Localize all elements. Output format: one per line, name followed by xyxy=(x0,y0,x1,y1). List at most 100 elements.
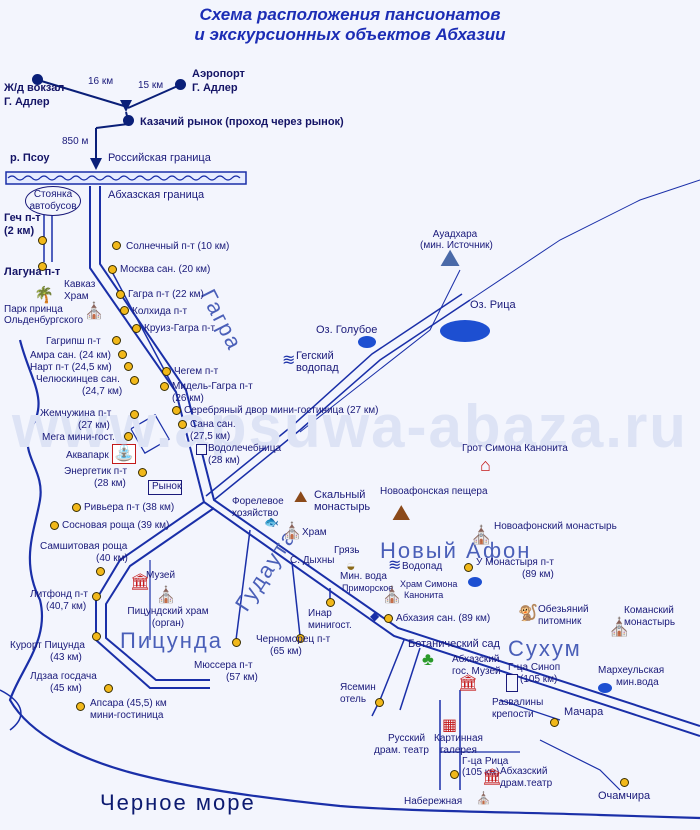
sana-dot xyxy=(178,420,187,429)
russian-theatre-label2: драм. театр xyxy=(374,745,429,756)
new-athos-monastery-icon: ⛪ xyxy=(470,525,493,545)
gallery-icon: ▦ xyxy=(442,717,458,734)
pitsunda-temple-label2: (орган) xyxy=(151,618,185,629)
botanical-label: Ботанический сад xyxy=(408,638,500,650)
cossack-market-label: Казачий рынок (проход через рынок) xyxy=(140,116,344,128)
road-ochamchira xyxy=(539,739,621,791)
gagripsh-label: Гагрипш п-т xyxy=(46,336,101,347)
road-sukhum-f xyxy=(499,699,561,721)
coastline-inner xyxy=(0,689,22,731)
moskva-dot xyxy=(108,265,117,274)
lake-goluboe-label: Оз. Голубое xyxy=(316,324,378,336)
auadhara-label2: (мин. Источник) xyxy=(420,240,493,251)
region-sukhum: Сухум xyxy=(508,636,582,661)
apsara-label2: мини-гостиница xyxy=(90,710,164,721)
kavkaz-temple-label: Храм xyxy=(64,291,89,302)
ldzaa-label1: Лдзаа госдача xyxy=(30,671,97,682)
gudauta-temple-label: Храм xyxy=(302,527,327,538)
route-border-arrow xyxy=(90,158,102,170)
russian-border-label: Российская граница xyxy=(108,152,211,164)
yasemin-label2: отель xyxy=(340,694,367,705)
road-pitsunda-b xyxy=(105,507,215,681)
abkhaz-theatre-icon: 🏛 xyxy=(482,769,503,786)
monastery-pt-label2: (89 км) xyxy=(522,569,554,580)
midel-label2: (26 км) xyxy=(172,393,204,404)
gegsky-label2: водопад xyxy=(296,362,339,374)
sana-label1: Сана сан. xyxy=(190,419,236,430)
simon-temple-label1: Храм Симона xyxy=(400,579,458,589)
min-voda-label2: Приморское xyxy=(342,583,394,593)
water-clinic-label2: (28 км) xyxy=(208,455,240,466)
gudauta-temple-icon: ⛪ xyxy=(282,523,302,540)
ldzaa-dot xyxy=(104,684,113,693)
gech-dot xyxy=(38,236,47,245)
yasemin-dot xyxy=(375,698,384,707)
solnechny-label: Солнечный п-т (10 км) xyxy=(126,241,230,252)
abkhazia-san-dot xyxy=(384,614,393,623)
mud-icon: ◒ xyxy=(346,558,356,575)
water-clinic-label1: Водолечебница xyxy=(208,443,282,454)
coastline xyxy=(8,339,700,820)
rail-station-label1: Ж/д вокзал xyxy=(4,82,65,94)
litfond-label2: (40,7 км) xyxy=(46,601,87,612)
road-sukhum-b xyxy=(399,647,421,711)
komansky-label2: монастырь xyxy=(624,617,676,628)
markheul-label1: Мархеульская xyxy=(598,665,665,676)
trout-label2: хозяйство xyxy=(232,508,279,519)
waterfall-na-label: Водопад xyxy=(402,561,443,572)
lake-ritsa-label: Оз. Рица xyxy=(470,299,516,311)
myussera-label1: Мюссера п-т xyxy=(194,660,253,671)
apsara-dot xyxy=(76,702,85,711)
map-title-line1: Схема расположения пансионатов xyxy=(199,5,501,24)
midel-dot xyxy=(160,382,169,391)
pitsunda-temple-label1: Пицундский храм xyxy=(127,606,209,617)
nart-label: Нарт п-т (24,5 км) xyxy=(30,362,112,373)
road-myussera xyxy=(235,529,251,641)
sosnovaya-label: Сосновая роща (39 км) xyxy=(62,520,170,531)
embankment-icon: ⛪ xyxy=(476,791,491,805)
state-museum-icon: 🏛 xyxy=(458,675,479,692)
simon-temple-icon: ⛪ xyxy=(382,587,402,604)
road-chernomorets xyxy=(291,561,301,637)
river-psou-waves xyxy=(7,175,241,181)
rail-station-marker xyxy=(32,74,43,85)
myussera-label2: (57 км) xyxy=(226,672,258,683)
riviera-dot xyxy=(72,503,81,512)
bus-stop-label1: Стоянка xyxy=(33,189,73,200)
samshit-dot xyxy=(96,567,105,576)
distance-15km: 15 км xyxy=(138,80,164,91)
ritsa-hotel-label2: (105 км) xyxy=(462,767,500,778)
ruins-label2: крепости xyxy=(492,709,534,720)
embankment-label: Набережная xyxy=(404,796,463,807)
markheul-spring xyxy=(598,683,612,693)
chegem-label: Чегем п-т xyxy=(174,366,219,377)
moskva-label: Москва сан. (20 км) xyxy=(120,264,211,275)
lake-ritsa xyxy=(440,320,490,342)
zhemchuzhina-dot xyxy=(130,410,139,419)
samshit-label1: Самшитовая роща xyxy=(40,541,128,552)
energetik-label2: (28 км) xyxy=(94,478,126,489)
simon-temple-label2: Канонита xyxy=(404,590,444,600)
airport-label1: Аэропорт xyxy=(192,68,245,80)
bus-stop-label2: автобусов xyxy=(29,201,77,212)
litfond-dot xyxy=(92,592,101,601)
ritsa-hotel-label1: Г-ца Рица xyxy=(462,756,509,767)
nart-dot xyxy=(124,362,133,371)
kurort-label1: Курорт Пицунда xyxy=(10,640,85,651)
inar-label1: Инар xyxy=(308,608,332,619)
state-museum-label1: Абхазский xyxy=(452,654,500,665)
waterfall-na-icon: ≋ xyxy=(388,557,402,574)
pitsunda-temple-icon: ⛪ xyxy=(156,587,176,604)
river-psou xyxy=(5,171,247,185)
monkey-label1: Обезьяний xyxy=(538,604,589,615)
mega-dot xyxy=(124,432,133,441)
mud-label: Грязь xyxy=(334,545,360,556)
market2-box xyxy=(148,480,182,495)
abkhaz-theatre-label1: Абхазский xyxy=(500,766,548,777)
rock-monastery-icon: ⛰ xyxy=(294,489,308,506)
mega-label: Мега мини-гост. xyxy=(42,432,115,443)
monastery-pt-label1: У Монастыря п-т xyxy=(476,557,554,568)
cave-icon: ⛰ xyxy=(392,500,411,525)
road-auadhara xyxy=(299,269,461,433)
